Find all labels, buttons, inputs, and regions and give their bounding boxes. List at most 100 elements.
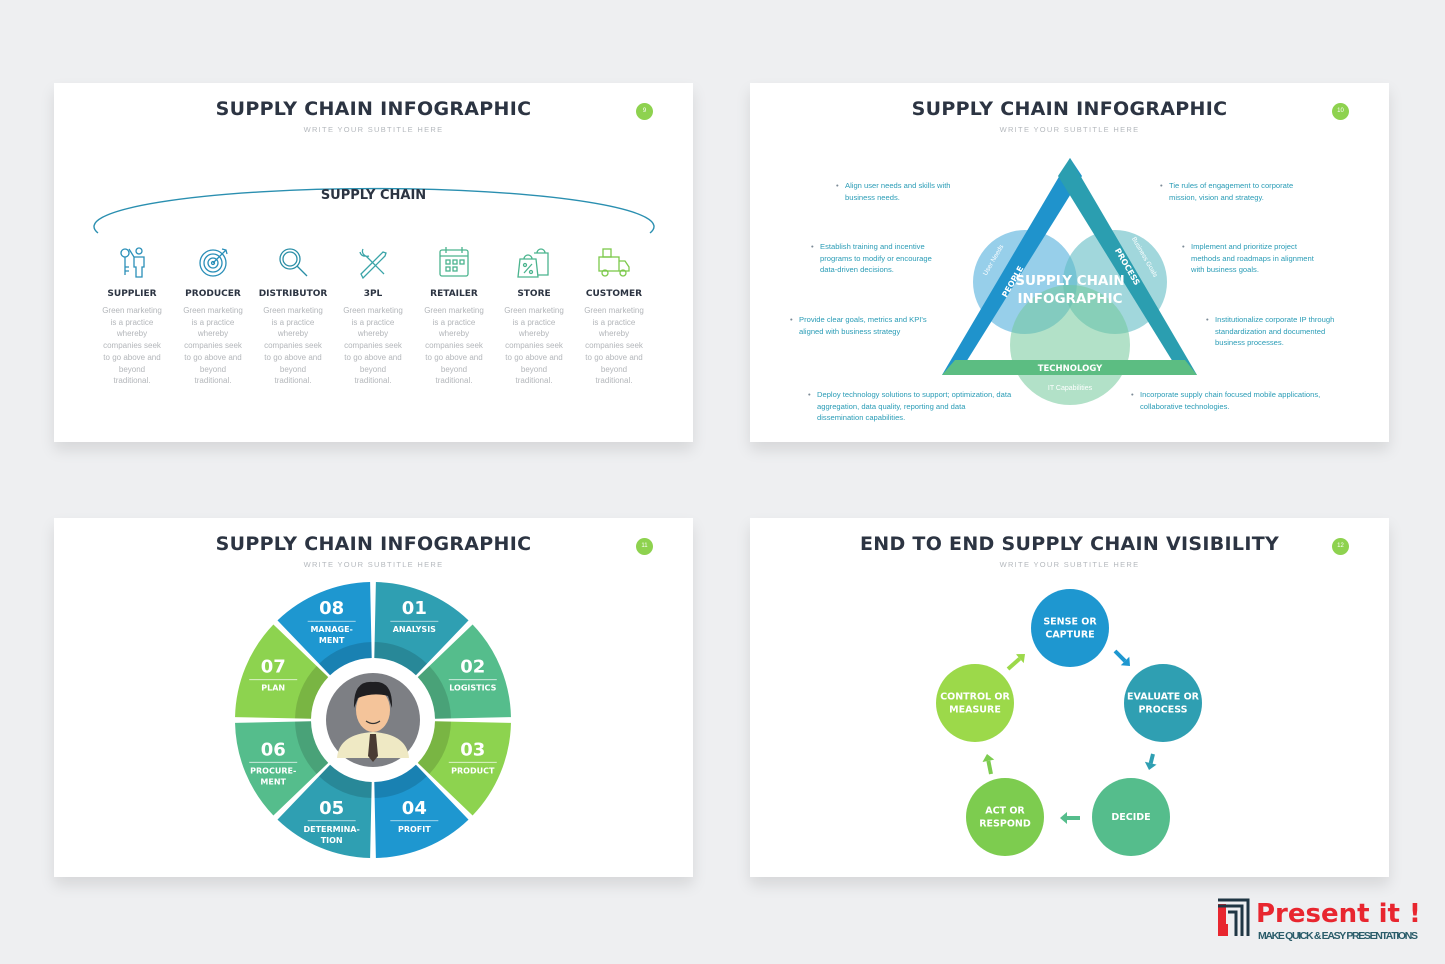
arrow-head xyxy=(1144,761,1157,770)
step-title: 3PL xyxy=(363,289,383,299)
segment-shape xyxy=(235,624,329,719)
arrow-head xyxy=(1120,656,1130,666)
segment-label: PROFIT xyxy=(398,825,431,834)
slide-title: SUPPLY CHAIN INFOGRAPHIC xyxy=(215,98,532,120)
bullet-left-3: Provide clear goals, metrics and KPI's a… xyxy=(790,314,939,337)
shopping-bag-icon xyxy=(517,248,549,278)
step-description: Green marketing is a practice whereby co… xyxy=(504,306,564,386)
node-label: EVALUATE OR xyxy=(1127,692,1200,703)
arrow-icon xyxy=(1113,649,1130,666)
svg-text:MAKE QUICK & EASY PRESENTATION: MAKE QUICK & EASY PRESENTATIONS xyxy=(1258,930,1418,942)
venn-center-title: SUPPLY CHAIN INFOGRAPHIC xyxy=(1015,273,1125,307)
segment-number: 01 xyxy=(402,598,427,619)
arc-graphic xyxy=(93,187,655,234)
segment-inner-band xyxy=(374,764,427,798)
tech-label: TECHNOLOGY xyxy=(1038,364,1103,374)
segment-label: PLAN xyxy=(261,684,285,693)
segment-number: 06 xyxy=(261,739,286,760)
slide-cycle[interactable]: END TO END SUPPLY CHAIN VISIBILITY WRITE… xyxy=(750,518,1389,877)
segment-number: 08 xyxy=(319,598,344,619)
node-label: DECIDE xyxy=(1111,812,1150,823)
page-number-badge: 11 xyxy=(636,538,653,555)
arrow-shaft xyxy=(1006,657,1022,671)
segment-shape xyxy=(374,764,469,858)
step-store: STORE Green marketing is a practice where… xyxy=(494,245,574,387)
wheel-graphic: 01ANALYSIS02LOGISTICS03PRODUCT04PROFIT05… xyxy=(235,582,511,858)
calendar-icon xyxy=(439,247,469,277)
bullet-left-4: Deploy technology solutions to support; … xyxy=(808,389,1012,424)
arrow-icon xyxy=(1006,654,1025,671)
step-description: Green marketing is a practice whereby co… xyxy=(343,306,403,386)
avatar-hair xyxy=(353,681,393,708)
arrow-shaft xyxy=(1113,649,1127,663)
slide-title: SUPPLY CHAIN INFOGRAPHIC xyxy=(911,98,1228,120)
avatar-smile xyxy=(365,720,381,725)
segment-shape xyxy=(277,582,372,676)
arrow-head xyxy=(1060,812,1067,824)
slide-title: SUPPLY CHAIN INFOGRAPHIC xyxy=(215,533,532,555)
node-circle xyxy=(966,778,1044,856)
bullet-left-2: Establish training and incentive program… xyxy=(811,241,945,276)
node-label: SENSE OR xyxy=(1043,617,1097,628)
step-3pl: 3PL Green marketing is a practice whereby… xyxy=(333,245,413,387)
segment-shape xyxy=(235,721,329,816)
magnifier-icon xyxy=(279,248,308,277)
step-description: Green marketing is a practice whereby co… xyxy=(584,306,644,386)
avatar-face xyxy=(356,688,390,732)
node-label: CAPTURE xyxy=(1045,630,1094,641)
step-description: Green marketing is a practice whereby co… xyxy=(183,306,243,386)
arrow-icon xyxy=(1060,812,1080,824)
slide-wheel[interactable]: SUPPLY CHAIN INFOGRAPHIC WRITE YOUR SUBT… xyxy=(54,518,693,877)
segment-label: TION xyxy=(321,836,343,845)
page-number-badge: 12 xyxy=(1332,538,1349,555)
step-title: STORE xyxy=(517,289,551,299)
slide-subtitle: WRITE YOUR SUBTITLE HERE xyxy=(303,125,444,134)
bullet-right-4: Incorporate supply chain focused mobile … xyxy=(1131,389,1340,412)
segment-shape xyxy=(417,721,511,816)
slide-subtitle: WRITE YOUR SUBTITLE HERE xyxy=(999,560,1140,569)
arrow-head xyxy=(982,754,995,763)
segment-inner-band xyxy=(417,721,451,774)
segment-inner-band xyxy=(374,642,427,676)
segment-label: MANAGE- xyxy=(310,625,352,634)
segment-inner-band xyxy=(319,764,372,798)
bullet-left-1: Align user needs and skills with busines… xyxy=(836,180,965,203)
arrow-shaft xyxy=(1148,753,1155,764)
segment-inner-band xyxy=(319,642,372,676)
bullet-right-1: Tie rules of engagement to corporate mis… xyxy=(1160,180,1309,203)
step-description: Green marketing is a practice whereby co… xyxy=(102,306,162,386)
segment-shape xyxy=(374,582,469,676)
cycle-node-decide: DECIDE xyxy=(1092,778,1170,856)
slide-title: END TO END SUPPLY CHAIN VISIBILITY xyxy=(859,533,1280,555)
node-label: ACT OR xyxy=(985,806,1025,817)
segment-shape xyxy=(417,624,511,719)
segment-label: MENT xyxy=(260,777,286,786)
avatar-tie xyxy=(368,734,378,762)
segment-shape xyxy=(277,764,372,858)
key-person-icon xyxy=(120,247,145,278)
step-description: Green marketing is a practice whereby co… xyxy=(424,306,484,386)
bullet-right-2: Implement and prioritize project methods… xyxy=(1182,241,1326,276)
techsub-label: IT Capabilities xyxy=(1048,385,1093,392)
venn-triangle-graphic: TECHNOLOGY IT Capabilities PEOPLE User N… xyxy=(942,158,1197,405)
segment-label: PROCURE- xyxy=(250,766,296,775)
segment-label: MENT xyxy=(319,636,345,645)
page-number-badge: 9 xyxy=(636,103,653,120)
arrow-head xyxy=(1015,654,1025,664)
svg-text:Present it !: Present it ! xyxy=(1256,899,1421,929)
node-label: MEASURE xyxy=(949,705,1001,716)
node-circle xyxy=(936,664,1014,742)
people-side xyxy=(942,158,1082,375)
node-circle xyxy=(1092,778,1170,856)
cycle-node-sense-or-capture: SENSE OR CAPTURE xyxy=(1031,589,1109,667)
slide-supply-chain-steps[interactable]: SUPPLY CHAIN INFOGRAPHIC WRITE YOUR SUBT… xyxy=(54,83,693,442)
slide-venn-triangle[interactable]: SUPPLY CHAIN INFOGRAPHIC WRITE YOUR SUBT… xyxy=(750,83,1389,442)
